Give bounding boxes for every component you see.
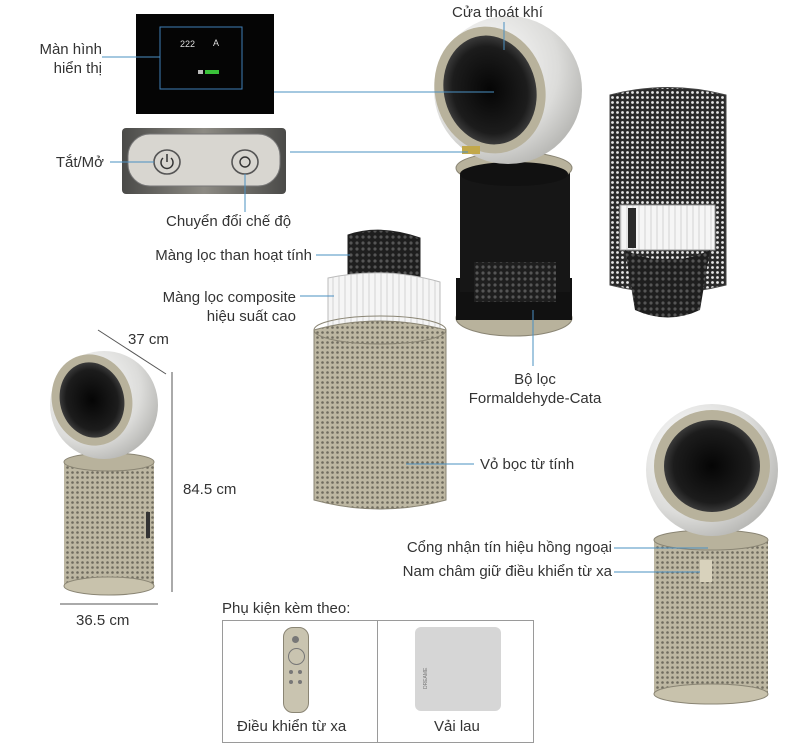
control-panel-closeup [122, 128, 286, 194]
remote-label: Điều khiển từ xa [237, 718, 347, 735]
remote-dpad [288, 648, 305, 665]
cloth-label: Vải lau [434, 718, 480, 735]
filter-stack [313, 229, 447, 510]
remote-magnet-label: Nam châm giữ điều khiển từ xa [402, 563, 612, 580]
purifier-dimensions [50, 329, 173, 605]
outlet-label: Cửa thoát khí [452, 4, 543, 21]
ir-port-label: Cổng nhận tín hiệu hồng ngoại [406, 539, 612, 556]
remote-button [289, 680, 293, 684]
depth-label: 37 cm [128, 331, 169, 348]
remote-button [298, 680, 302, 684]
svg-text:A: A [213, 38, 219, 48]
accessories-divider [377, 621, 378, 742]
purifier-cutaway [609, 87, 727, 318]
display-label: Màn hình hiển thị [18, 40, 102, 78]
accessories-title: Phụ kiện kèm theo: [222, 600, 351, 617]
carbon-filter-label: Màng lọc than hoạt tính [155, 247, 312, 264]
cleaning-cloth-image: DREAME [415, 627, 501, 711]
cloth-brand: DREAME [423, 667, 429, 689]
purifier-top-exploded [434, 16, 582, 337]
composite-filter-label: Màng lọc composite hiệu suất cao [100, 288, 296, 326]
display-closeup: A [136, 14, 274, 114]
display-label-line2: hiển thị [53, 60, 102, 77]
composite-filter-line2: hiệu suất cao [206, 308, 296, 325]
remote-button [289, 670, 293, 674]
purifier-right [646, 404, 778, 705]
mode-label: Chuyển đổi chế độ [166, 213, 292, 230]
width-label: 36.5 cm [76, 612, 130, 629]
composite-filter-line1: Màng lọc composite [162, 289, 296, 306]
height-label: 84.5 cm [183, 481, 237, 498]
formaldehyde-filter-label: Bộ lọc Formaldehyde-Cata [458, 370, 612, 408]
display-readout: 222 [180, 39, 196, 49]
formaldehyde-filter-line1: Bộ lọc [514, 371, 556, 388]
remote-power-button [292, 636, 299, 643]
magnetic-shell-label: Vỏ bọc từ tính [480, 456, 575, 473]
remote-button [298, 670, 302, 674]
power-label: Tắt/Mở [55, 154, 104, 171]
display-label-line1: Màn hình [39, 41, 102, 58]
remote-control-image [283, 627, 309, 713]
leader-lines [102, 22, 708, 573]
accessories-box: Điều khiển từ xa DREAME Vải lau [222, 620, 534, 743]
formaldehyde-filter-line2: Formaldehyde-Cata [468, 390, 602, 407]
